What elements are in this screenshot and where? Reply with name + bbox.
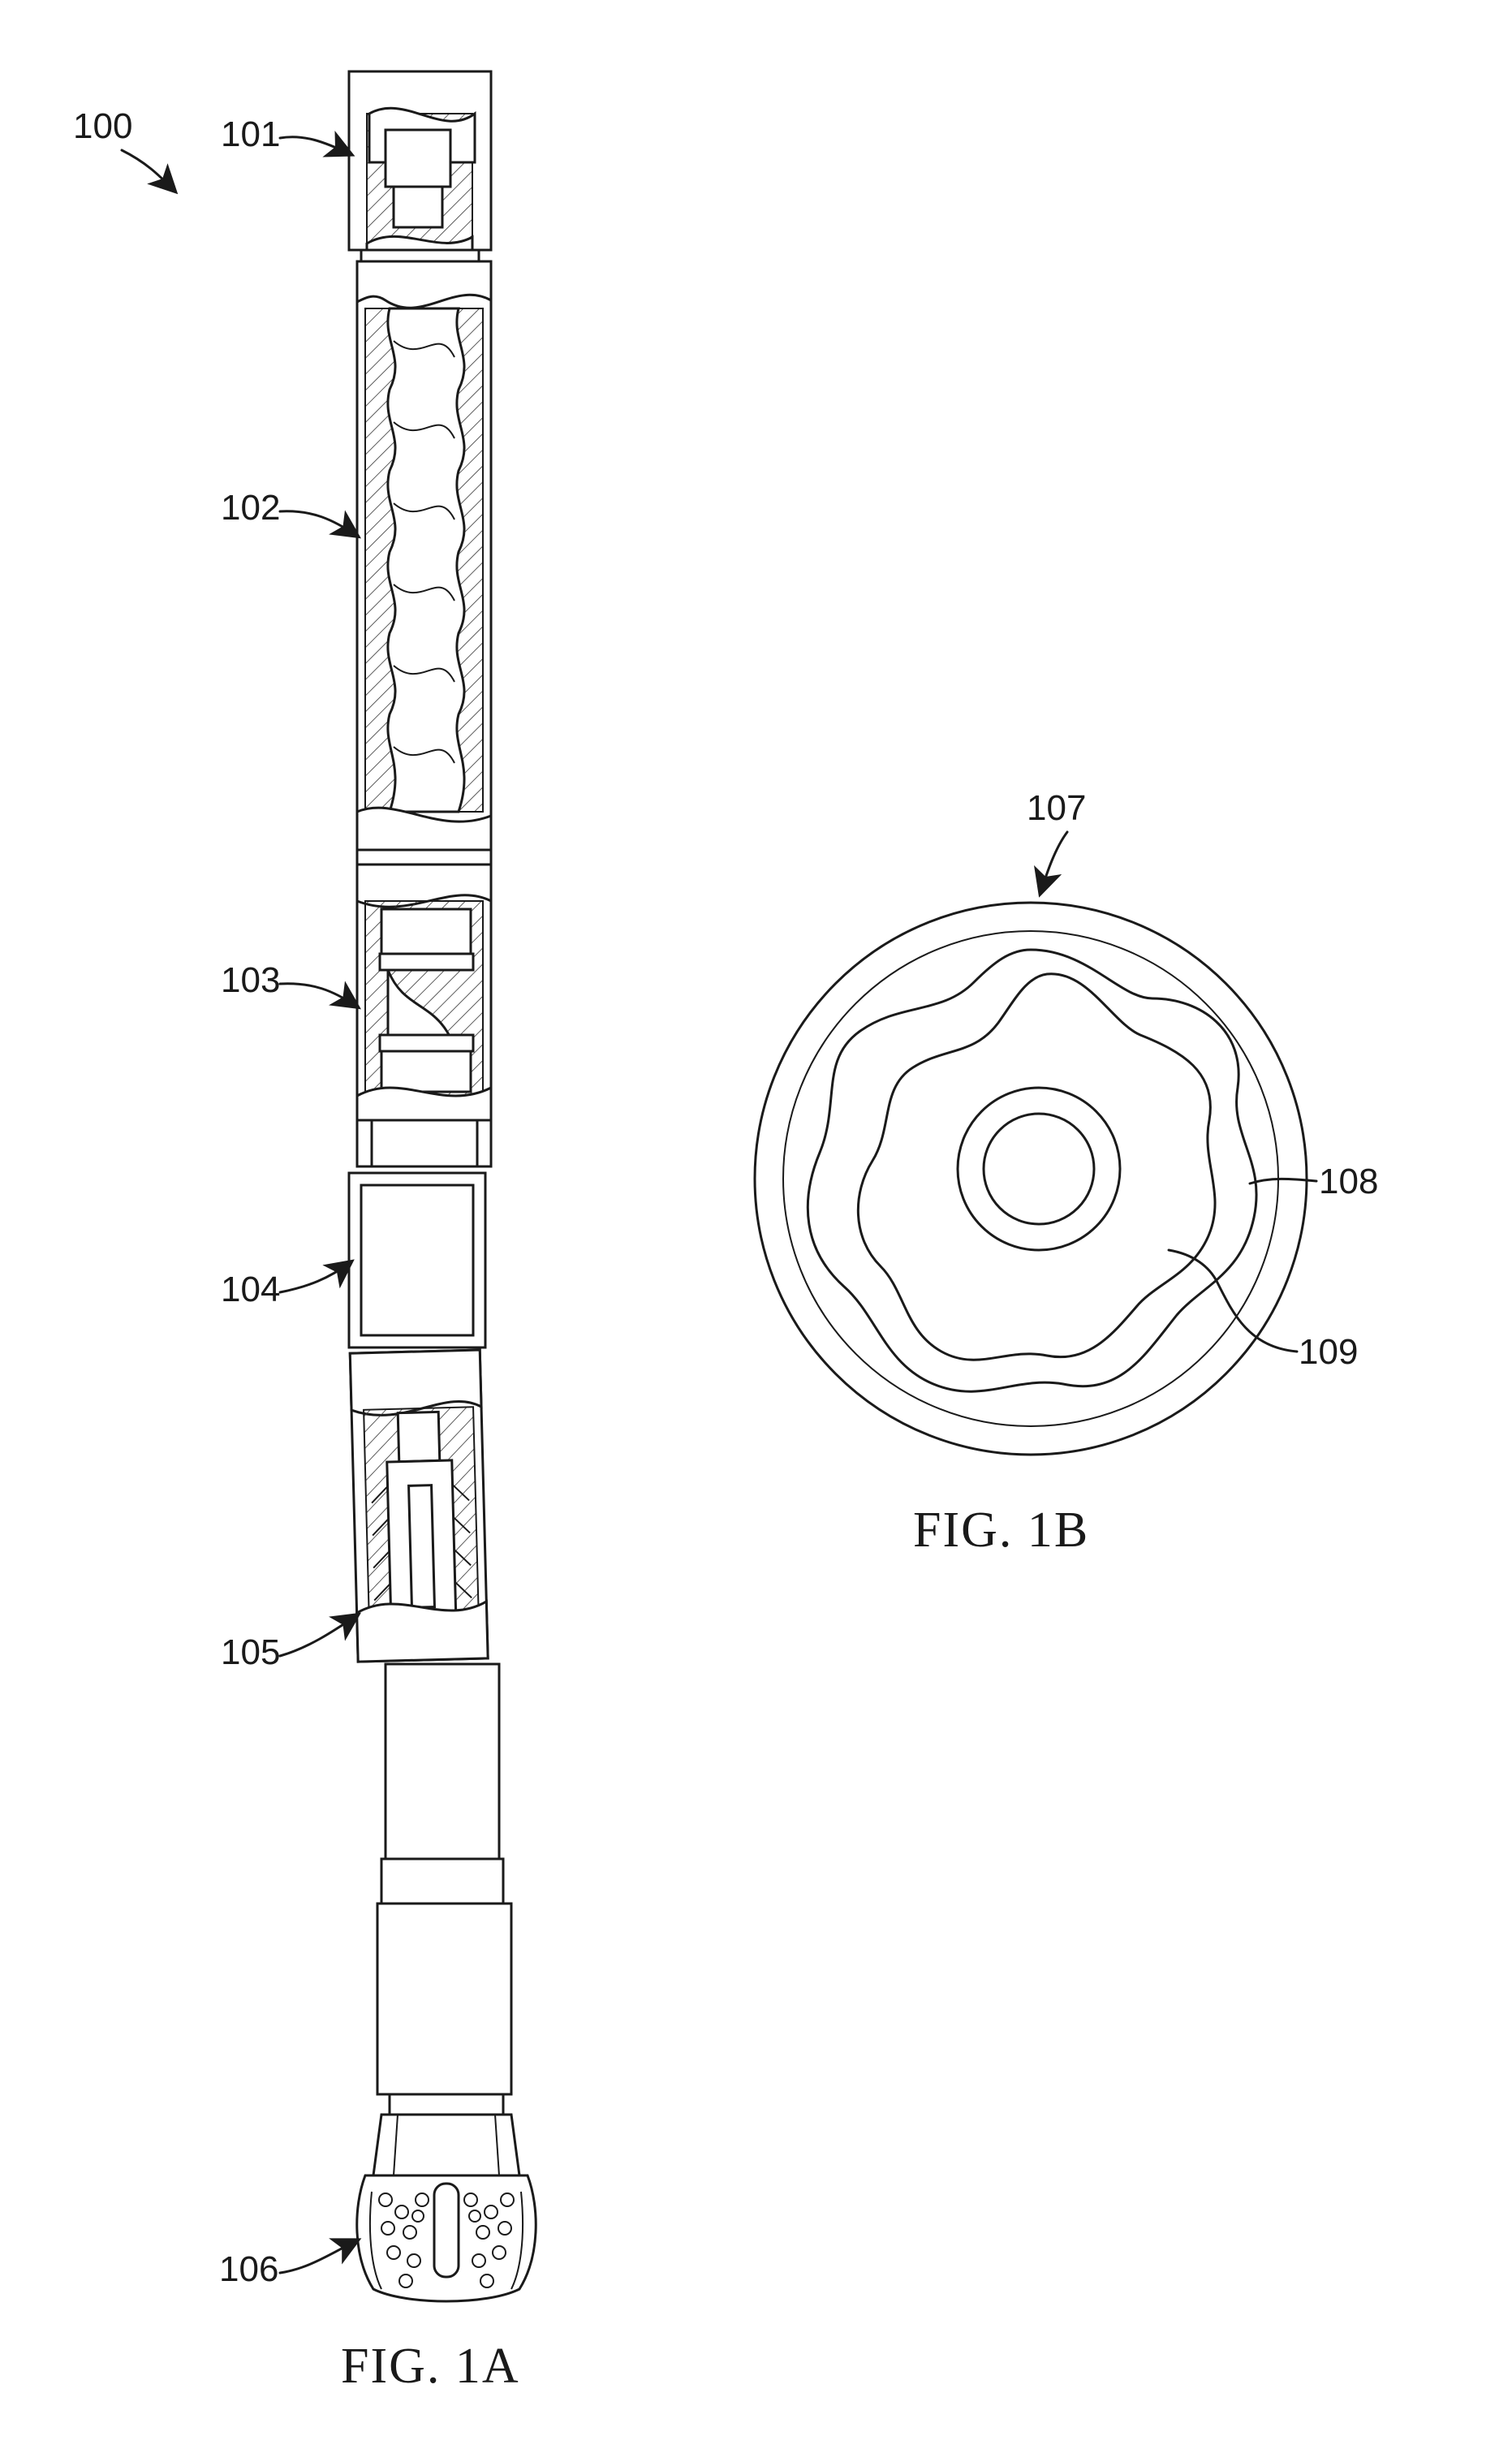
fig-1b-caption: FIG. 1B <box>913 1503 1089 1558</box>
ref-104-leader <box>280 1262 351 1292</box>
bearing-section-component <box>350 1350 488 1662</box>
ref-102-label: 102 <box>221 488 280 528</box>
top-sub-component <box>349 71 491 250</box>
ref-101-leader <box>280 137 351 154</box>
fig-1a-drilling-assembly: 100 101 102 <box>73 71 536 2394</box>
ref-103-leader <box>280 984 357 1007</box>
transmission-component <box>357 850 491 1166</box>
ref-105-leader <box>280 1615 357 1656</box>
ref-106-label: 106 <box>219 2249 278 2289</box>
ref-106-leader <box>280 2240 357 2273</box>
ref-104-label: 104 <box>221 1270 280 1309</box>
bent-housing-component <box>349 1173 485 1347</box>
ref-105-label: 105 <box>221 1632 280 1672</box>
ref-107-label: 107 <box>1027 788 1086 828</box>
lower-sub-component <box>373 1664 519 2175</box>
ref-103-label: 103 <box>221 960 280 1000</box>
fig-1b-cross-section: 107 108 109 FIG. 1B <box>755 788 1378 1558</box>
ref-107-leader <box>1040 832 1067 893</box>
ref-102-leader <box>280 511 357 536</box>
ref-100-label: 100 <box>73 106 132 146</box>
ref-101-label: 101 <box>221 114 280 154</box>
power-section-component <box>357 261 491 850</box>
rotor-bore-inner <box>984 1114 1094 1224</box>
drill-bit-component <box>357 2175 536 2301</box>
ref-100-leader <box>122 150 174 191</box>
fig-1a-caption: FIG. 1A <box>341 2339 520 2394</box>
ref-108-label: 108 <box>1319 1162 1378 1201</box>
ref-109-label: 109 <box>1299 1332 1358 1372</box>
